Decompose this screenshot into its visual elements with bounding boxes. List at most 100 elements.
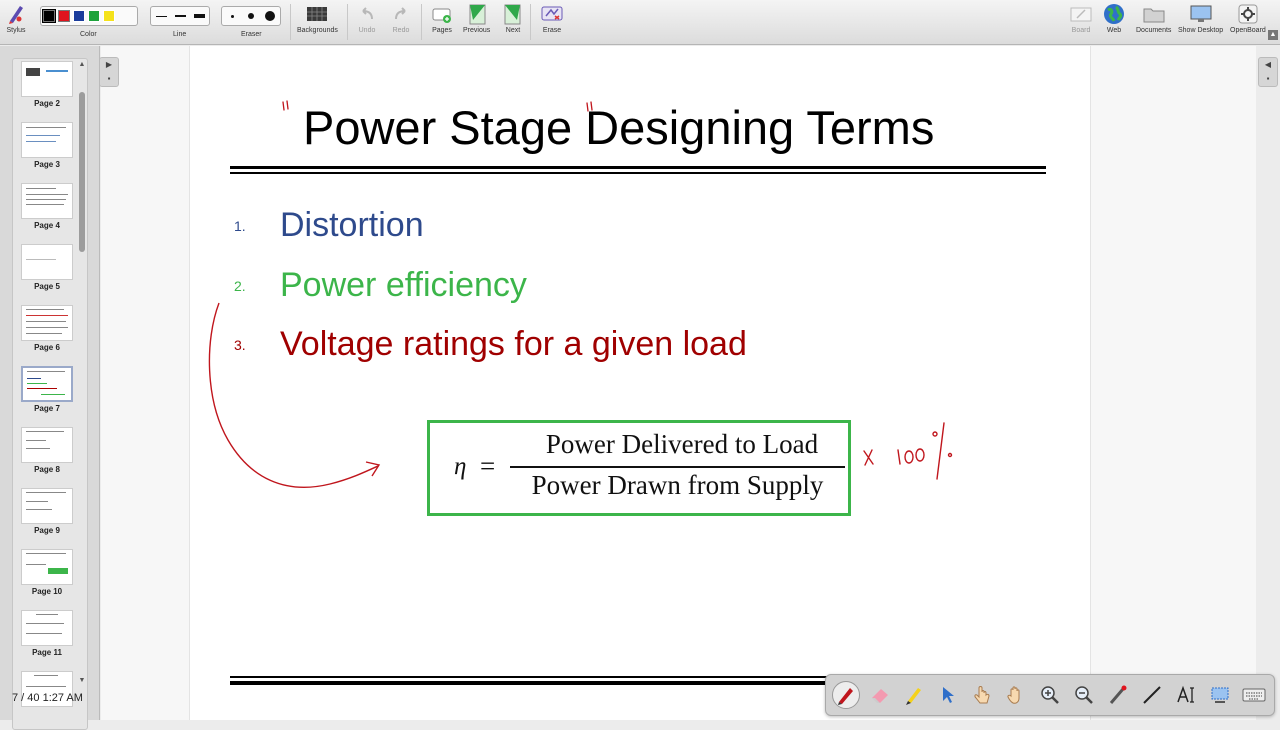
web-label: Web [1106,27,1122,34]
list-text: Distortion [280,206,424,244]
redo-button[interactable]: Redo [390,3,412,34]
keyboard-icon [1242,688,1266,702]
page-thumbnail[interactable]: Page 9 [13,488,81,549]
line-thick-button[interactable] [191,9,207,23]
redo-label: Redo [392,27,410,34]
erase-board-button[interactable]: Erase [541,3,563,34]
color-swatch-red[interactable] [58,10,70,22]
zoom-in-tool[interactable] [1036,681,1064,709]
pen-tool[interactable] [832,681,860,709]
thumbnail-label: Page 11 [32,648,62,657]
previous-page-icon [466,3,488,25]
efficiency-formula-box: η = Power Delivered to Load Power Drawn … [427,420,851,516]
documents-button[interactable]: Documents [1136,3,1171,34]
page-thumbnail[interactable]: Page 3 [13,122,81,183]
list-item-distortion: 1. Distortion [234,206,424,245]
gear-icon [1237,3,1259,25]
scroll-down-icon[interactable]: ▼ [78,677,86,684]
hand-tool[interactable] [1002,681,1030,709]
line-label: Line [173,31,187,38]
right-panel-toggle[interactable]: ◀▪ [1258,57,1278,87]
marker-tool[interactable] [900,681,928,709]
show-desktop-button[interactable]: Show Desktop [1178,3,1223,34]
text-tool[interactable] [1172,681,1200,709]
redo-icon [390,3,412,25]
previous-page-button[interactable]: Previous [463,3,490,34]
thumbnail-label: Page 2 [34,99,60,108]
text-icon [1177,685,1194,703]
page-thumbnail[interactable] [13,671,81,729]
page-thumbnail[interactable]: Page 11 [13,610,81,671]
page-thumbnail[interactable]: Page 5 [13,244,81,305]
zoom-out-tool[interactable] [1070,681,1098,709]
left-panel-toggle[interactable]: ▶▪ [99,57,119,87]
eraser-small-button[interactable] [224,9,240,23]
line-medium-button[interactable] [172,9,188,23]
thumbnail-label: Page 8 [34,465,60,474]
page-thumbnail[interactable]: Page 7 [13,366,81,427]
list-text: Voltage ratings for a given load [280,325,747,363]
eraser-tool[interactable] [866,681,894,709]
eraser-medium-button[interactable] [243,9,259,23]
scroll-up-icon[interactable]: ▲ [78,61,86,68]
interact-tool[interactable] [968,681,996,709]
erase-board-icon [541,3,563,25]
globe-icon [1103,3,1125,25]
footer-rule-thick [230,681,1046,685]
eraser-size-picker [221,6,281,26]
color-swatch-blue[interactable] [73,10,85,22]
highlighter-icon [906,688,921,705]
openboard-menu-button[interactable]: OpenBoard [1230,3,1266,34]
selector-tool[interactable] [934,681,962,709]
line-thin-button[interactable] [153,9,169,23]
toolbar-separator [421,4,422,40]
thumbnail-scrollbar[interactable]: ▲ ▼ [78,60,86,686]
line-width-picker [150,6,210,26]
zoom-in-icon [1041,686,1059,704]
thumbnail-label: Page 4 [34,221,60,230]
pages-button[interactable]: Pages [431,3,453,34]
color-swatch-yellow[interactable] [103,10,115,22]
color-swatch-black[interactable] [42,9,56,23]
thumbnail-label: Page 6 [34,343,60,352]
folder-icon [1143,3,1165,25]
undo-button[interactable]: Undo [356,3,378,34]
expand-left-icon: ◀ [1264,60,1272,69]
page-thumbnail[interactable]: Page 2 [13,61,81,122]
thumbnail-image [21,488,73,524]
grid-background-icon [306,3,328,25]
scrollbar-thumb[interactable] [79,92,85,252]
stylus-button[interactable]: Stylus [5,3,27,34]
page-thumbnail[interactable]: Page 10 [13,549,81,610]
eraser-label: Eraser [241,31,262,38]
page-thumbnail[interactable]: Page 8 [13,427,81,488]
virtual-keyboard-tool[interactable] [1240,681,1268,709]
pages-label: Pages [432,27,452,34]
thumbnail-image [21,61,73,97]
page-thumbnail[interactable]: Page 6 [13,305,81,366]
board-button[interactable]: Board [1070,3,1092,34]
backgrounds-button[interactable]: Backgrounds [297,3,338,34]
page-thumbnail[interactable]: Page 4 [13,183,81,244]
thumbnail-list[interactable]: Page 2 Page 3 Page 4 Page 5 Page 6 Page … [12,58,88,730]
thumbnail-image [21,549,73,585]
thumbnail-label: Page 10 [31,587,63,596]
hand-icon [1007,686,1020,704]
toolbar-collapse-icon[interactable]: ▲ [1268,30,1278,40]
laser-pointer-tool[interactable] [1104,681,1132,709]
color-swatch-green[interactable] [88,10,100,22]
thumbnail-image [21,122,73,158]
list-number: 1. [234,217,246,234]
list-number: 3. [234,336,246,353]
capture-tool[interactable] [1206,681,1234,709]
eraser-large-button[interactable] [262,9,278,23]
web-button[interactable]: Web [1103,3,1125,34]
line-tool[interactable] [1138,681,1166,709]
list-item-power-efficiency: 2.Power efficiency [234,266,527,305]
toolbar-separator [530,4,531,40]
grip-icon: ▪ [107,74,111,83]
line-icon [1143,686,1161,704]
undo-icon [356,3,378,25]
laser-pointer-icon [1109,685,1127,704]
next-page-button[interactable]: Next [502,3,524,34]
